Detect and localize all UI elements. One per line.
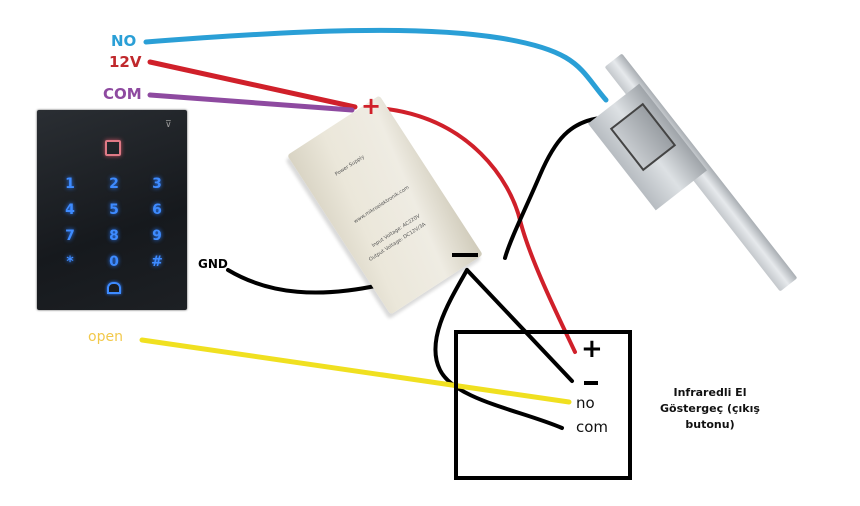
key-2[interactable]: 2	[109, 176, 119, 192]
minus-to-exit-minus-wire	[465, 268, 574, 383]
key-9[interactable]: 9	[152, 228, 162, 244]
key-3[interactable]: 3	[152, 176, 162, 192]
open-wire	[139, 337, 572, 405]
psu-label-1: Power Supply	[334, 154, 366, 178]
exit-plus-terminal: +	[581, 334, 603, 364]
gnd-label: GND	[198, 257, 228, 271]
com-wire	[147, 92, 355, 113]
bell-icon[interactable]	[107, 282, 121, 294]
key-5[interactable]: 5	[109, 202, 119, 218]
key-hash[interactable]: #	[151, 254, 163, 270]
key-0[interactable]: 0	[109, 254, 119, 270]
psu-minus-terminal	[452, 253, 478, 257]
exit-minus-terminal	[584, 381, 598, 385]
key-6[interactable]: 6	[152, 202, 162, 218]
psu-plus-terminal: +	[361, 92, 382, 120]
antenna-icon: ⊽	[165, 120, 172, 130]
no-label: NO	[111, 32, 137, 50]
com-label: COM	[103, 85, 142, 103]
psu-label-2: www.mikroelektronik.com	[352, 184, 411, 225]
exit-terminal-no: no	[576, 394, 595, 412]
key-star[interactable]: *	[66, 254, 74, 270]
card-reader-icon	[105, 140, 121, 156]
lock-return-wire	[503, 116, 602, 260]
exit-terminal-com: com	[576, 418, 609, 436]
12v-wire	[147, 59, 358, 110]
minus-to-exit-com-wire	[433, 268, 564, 430]
key-7[interactable]: 7	[65, 228, 75, 244]
exit-button-caption: Infraredli El Göstergeç (çıkış butonu)	[660, 386, 760, 431]
psu-plus-to-exit-plus-wire	[385, 107, 577, 354]
exit-button-box	[454, 330, 632, 480]
12v-label: 12V	[109, 53, 142, 71]
key-1[interactable]: 1	[65, 176, 75, 192]
key-8[interactable]: 8	[109, 228, 119, 244]
open-label: open	[88, 329, 123, 345]
key-4[interactable]: 4	[65, 202, 75, 218]
no-wire	[143, 27, 609, 103]
keypad: ⊽ 1 2 3 4 5 6 7 8 9 * 0 #	[37, 110, 187, 310]
